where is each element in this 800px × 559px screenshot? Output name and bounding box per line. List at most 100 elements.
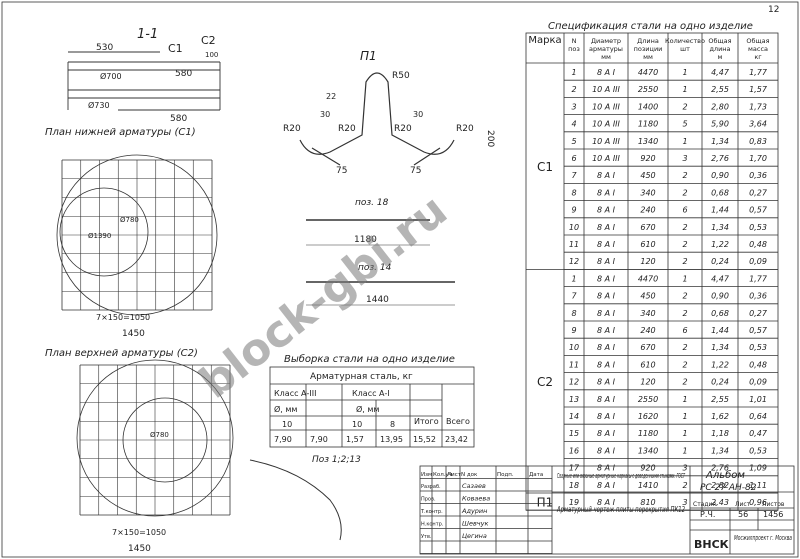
spec-header-cell: позиции bbox=[634, 45, 663, 53]
spec-cell: 1340 bbox=[638, 446, 658, 455]
lower-d780: Ø780 bbox=[120, 216, 139, 224]
spec-cell: 6 bbox=[682, 206, 687, 215]
spec-cell: 2,82 bbox=[711, 481, 729, 490]
spec-cell: 0,36 bbox=[749, 292, 767, 301]
spec-header-cell: масса bbox=[748, 45, 768, 53]
tb-sign-label: Разраб. bbox=[421, 484, 441, 490]
spec-cell: 2,76 bbox=[711, 464, 729, 473]
spec-title: Спецификация стали на одно изделие bbox=[548, 21, 753, 32]
spec-cell: 8 А I bbox=[597, 429, 616, 438]
spec-cell: 1 bbox=[682, 429, 687, 438]
spec-cell: 1,44 bbox=[711, 326, 729, 335]
spec-cell: 0,09 bbox=[749, 257, 767, 266]
bar-poz18: поз. 18 1180 bbox=[306, 198, 430, 246]
spec-cell: 0,53 bbox=[749, 223, 767, 232]
spec-cell: 0,90 bbox=[711, 171, 729, 180]
spec-cell: 0,57 bbox=[749, 206, 768, 215]
spec-cell: 450 bbox=[640, 292, 655, 301]
spec-cell: 2550 bbox=[638, 395, 658, 404]
specification-table: Спецификация стали на одно изделие Марка… bbox=[525, 21, 779, 511]
spec-cell: 120 bbox=[640, 257, 655, 266]
spec-cell: 7 bbox=[571, 292, 577, 301]
p1-d30-a: 30 bbox=[320, 110, 330, 119]
spec-cell: 4470 bbox=[638, 68, 658, 77]
tb-sign-label: Н.контр. bbox=[421, 522, 444, 528]
spec-cell: 610 bbox=[640, 240, 655, 249]
tb-sign-name: Шевчук bbox=[462, 520, 488, 528]
steel-val-4: 13,95 bbox=[380, 435, 403, 444]
tb-col-label: Подп. bbox=[497, 472, 514, 478]
tb-sheet: 56 bbox=[738, 510, 748, 519]
spec-cell: 8 А I bbox=[597, 498, 616, 507]
spec-cell: 2,76 bbox=[711, 154, 729, 163]
tb-col-label: Кол.уч bbox=[433, 472, 452, 478]
poz18-label: поз. 18 bbox=[355, 198, 389, 208]
steel-val-3: 1,57 bbox=[346, 435, 364, 444]
diam-label-a3: Ø, мм bbox=[274, 404, 297, 414]
spec-cell: 1 bbox=[682, 68, 687, 77]
spec-cell: 4,47 bbox=[711, 274, 730, 283]
itogo-label: Итого bbox=[414, 417, 439, 426]
tb-col-label: Изм bbox=[421, 472, 432, 478]
spec-cell: 8 А I bbox=[597, 257, 616, 266]
spec-cell: 0,96 bbox=[749, 498, 767, 507]
spec-header-cell: шт bbox=[680, 45, 690, 53]
spec-cell: 1,01 bbox=[749, 395, 767, 404]
lower-total-dim: 1450 bbox=[122, 329, 145, 339]
poz1213-label: Поз 1;2;13 bbox=[312, 455, 361, 465]
spec-cell: 8 А I bbox=[597, 309, 616, 318]
spec-cell: 8 А I bbox=[597, 343, 616, 352]
spec-cell: 1 bbox=[571, 68, 576, 77]
spec-cell: 8 А I bbox=[597, 395, 616, 404]
spec-cell: 5,90 bbox=[711, 120, 729, 129]
dim-d700: Ø700 bbox=[100, 71, 122, 81]
spec-header-cell: кг bbox=[754, 53, 762, 61]
spec-cell: 2 bbox=[682, 257, 687, 266]
spec-cell: 10 А III bbox=[592, 120, 620, 129]
spec-cell: 14 bbox=[569, 412, 579, 421]
spec-header-cell: Количество bbox=[665, 37, 705, 45]
dim-580-bottom: 580 bbox=[170, 114, 187, 124]
spec-cell: 240 bbox=[640, 206, 655, 215]
class-a3: Класс А-III bbox=[274, 389, 316, 398]
spec-cell: 1620 bbox=[638, 412, 658, 421]
spec-cell: 0,53 bbox=[749, 446, 767, 455]
steel-table-title: Выборка стали на одно изделие bbox=[284, 353, 455, 365]
spec-cell: 1,73 bbox=[749, 102, 767, 111]
spec-header-cell: N bbox=[572, 37, 577, 45]
p1-r50: R50 bbox=[392, 71, 410, 81]
poz14-len: 1440 bbox=[366, 295, 389, 305]
p1-d75-a: 75 bbox=[336, 166, 347, 176]
p1-d22: 22 bbox=[326, 92, 336, 101]
spec-cell: 9 bbox=[571, 206, 576, 215]
spec-cell: 8 А I bbox=[597, 412, 616, 421]
upper-inner-dim: 7×150=1050 bbox=[112, 528, 166, 537]
spec-cell: 0,64 bbox=[749, 412, 767, 421]
spec-header-cell: мм bbox=[601, 53, 611, 61]
tb-org: ВНСК bbox=[694, 538, 729, 551]
lower-inner-dim: 7×150=1050 bbox=[96, 313, 150, 322]
spec-cell: 15 bbox=[569, 429, 579, 438]
spec-cell: 2 bbox=[682, 360, 687, 369]
spec-cell: 1 bbox=[682, 85, 687, 94]
spec-cell: 8 А I bbox=[597, 206, 616, 215]
spec-cell: 8 А I bbox=[597, 326, 616, 335]
spec-cell: 11 bbox=[569, 360, 579, 369]
dim-580-top: 580 bbox=[175, 69, 192, 79]
spec-cell: 8 А I bbox=[597, 171, 616, 180]
spec-header-cell: м bbox=[718, 53, 723, 61]
tb-sign-label: Утв. bbox=[421, 534, 432, 540]
spec-cell: 8 А I bbox=[597, 464, 616, 473]
spec-cell: 0,53 bbox=[749, 343, 767, 352]
spec-cell: 8 А I bbox=[597, 292, 616, 301]
diam-a1-value-1: 10 bbox=[352, 420, 362, 429]
lower-plan-title: План нижней арматуры (С1) bbox=[45, 127, 196, 138]
spec-cell: 8 А I bbox=[597, 68, 616, 77]
spec-header-cell: Общая bbox=[746, 37, 769, 45]
spec-cell: 1340 bbox=[638, 137, 658, 146]
spec-header-cell: мм bbox=[643, 53, 653, 61]
steel-val-2: 7,90 bbox=[310, 435, 328, 444]
upper-d780: Ø780 bbox=[150, 431, 169, 439]
spec-cell: 19 bbox=[569, 498, 579, 507]
spec-cell: 0,36 bbox=[749, 171, 767, 180]
